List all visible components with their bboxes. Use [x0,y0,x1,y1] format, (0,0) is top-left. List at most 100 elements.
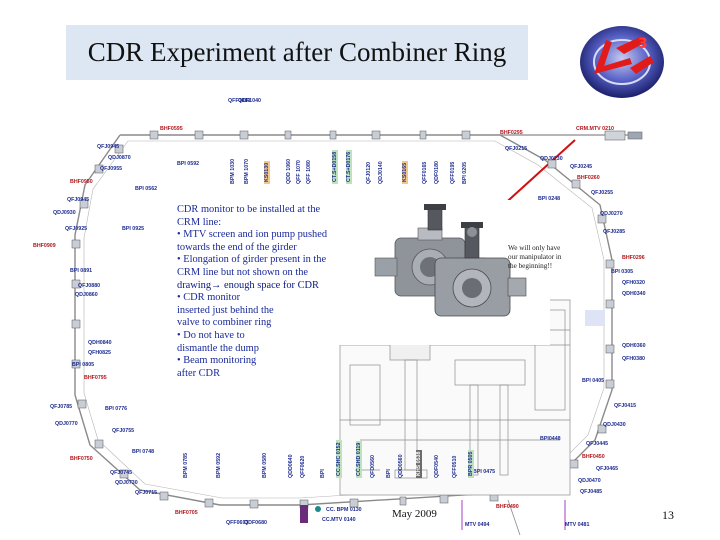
ring-right-label: QFJ0285 [603,229,626,235]
ring-vertical-top-label: KS0165 [402,160,408,184]
ring-vertical-bottom-label: QDD0640 [288,454,294,478]
note-line: inserted just behind the [177,304,274,316]
footer-date: May 2009 [392,508,437,520]
note-line: • MTV screen and ion pump pushed [177,229,328,241]
ring-vertical-bottom-label: QDD0560 [398,454,404,478]
ring-top-label: QDF1040 [238,98,261,104]
ring-left-label: QFJ0945 [97,144,120,150]
ring-bottom-label: CC.MTV 0140 [322,517,356,523]
ring-right-label: QDJ0470 [578,478,601,484]
note-line: CRM line but not shown on the [177,266,309,278]
ring-right-label: QDJ0430 [603,422,626,428]
ring-right-label: QFH0380 [622,356,645,362]
ring-left-label: QFJ0785 [50,404,73,410]
ring-right-label: BPI 0248 [538,196,561,202]
ring-vertical-top-label: CT.S+D0176 [346,149,352,184]
ring-right-label: QFH0320 [622,280,645,286]
ring-right-label: BHF0450 [582,454,605,460]
ring-top-label: BHF0595 [160,126,183,132]
ring-left-label: BHF0950 [70,179,93,185]
ring-right-label: MTV 0481 [565,522,590,528]
note-heading-line: CDR monitor to be installed at the [177,204,321,215]
ring-vertical-bottom-label: BPI [386,469,392,478]
note-line: • Elongation of girder present in the [177,254,327,266]
ring-vertical-top-label: QFJ0120 [366,161,372,184]
ring-bottom-label: QFF0693 [226,520,249,526]
note-heading-line: CRM line: [177,216,222,228]
ring-right-label: QFJ0255 [591,190,614,196]
ring-vertical-bottom-label: KHS 0538 [416,449,422,478]
ring-left-label: QFJ0715 [135,490,158,496]
ring-left-label: QDJ0930 [53,210,76,216]
ring-vertical-bottom-label: BPM 0580 [262,452,268,478]
ring-top-label: QDJ0230 [540,156,563,162]
ring-left-label: BHF0795 [84,375,107,381]
ring-vertical-top-label: QFF 1080 [306,160,312,184]
ring-left-label: BHF0909 [33,243,56,249]
ring-right-label: MTV 0494 [465,522,490,528]
ring-right-label: QFJ0485 [580,489,603,495]
ring-vertical-top-label: BPM 1030 [230,158,236,184]
caption-line: We will only have [508,244,561,252]
ring-vertical-bottom-label: QFF0620 [300,455,306,478]
ring-left-label: BPI 0776 [105,406,128,412]
ring-vertical-bottom-label: BPI [320,469,326,478]
note-line: after CDR [177,367,220,379]
cdr-note: CDR monitor to be installed at the CRM l… [177,204,347,380]
note-line: • CDR monitor [177,292,241,304]
ring-left-label: QFJ0955 [100,166,123,172]
ring-vertical-top-label: QDJ0140 [378,161,384,184]
ring-right-label: BPI0448 [540,436,561,442]
ring-left-label: QDJ0870 [108,155,131,161]
ring-right-label: QFJ0465 [596,466,619,472]
cdr-monitor-chamber-icon [330,200,550,345]
slide-title: CDR Experiment after Combiner Ring [87,37,507,67]
ring-top-label: QFJ0215 [505,146,528,152]
ring-vertical-top-label: QFF 1070 [296,160,302,184]
ring-right-label: BHF0490 [496,504,519,510]
ring-left-label: BPI 0805 [72,362,95,368]
ring-left-label: QFJ0945 [67,197,90,203]
crm-mtv-device-icon [604,130,626,141]
ring-vertical-top-label: KS0130 [264,160,270,184]
ring-left-label: QDJ0730 [115,480,138,486]
ring-right-label: QDH0340 [622,291,646,297]
ring-left-label: BHF0705 [175,510,198,516]
ring-left-label: BPI 0748 [132,449,155,455]
ring-top-label: BHF0295 [500,130,523,136]
ring-vertical-top-label: QDD 1060 [286,158,292,184]
note-line: drawing→ enough space for CDR [177,279,319,291]
ring-left-label: QFJ0925 [65,226,88,232]
ring-vertical-bottom-label: QFD0560 [370,455,376,478]
ring-right-label: BHF0296 [622,255,645,261]
ring-right-label: BPI 0405 [582,378,605,384]
ring-vertical-bottom-label: BPM 0592 [216,452,222,478]
svg-text:3: 3 [638,36,648,52]
caption-line: the beginning!! [508,262,553,270]
note-line: valve to combiner ring [177,317,272,329]
ring-right-label: QFJ0415 [614,403,637,409]
note-line: • Do not have to [177,329,245,341]
ring-top-label: QFJ0245 [570,164,593,170]
ring-vertical-top-label: QFF0195 [450,161,456,184]
ring-vertical-top-label: CT.S+D0158 [332,149,338,184]
ring-left-label: BPI 0891 [70,268,93,274]
ring-vertical-bottom-label: CC.SHD 0119 [356,440,362,478]
ring-left-label: QDJ0770 [55,421,78,427]
ring-vertical-top-label: BPM 1070 [244,158,250,184]
ring-vertical-bottom-label: CC.SHC 0152 [336,440,342,478]
dump-component [300,505,308,523]
ring-right-label: QDH0360 [622,343,646,349]
photo-caption: We will only have our manipulator in the… [508,244,584,271]
ring-vertical-bottom-label: QFF0510 [452,455,458,478]
ring-left-label: BPI 0925 [122,226,145,232]
note-line: towards the end of the girder [177,241,297,253]
ring-right-label: QFJ0445 [586,441,609,447]
ring-top-label: BHF0260 [577,175,600,181]
ring-top-label: QFF1010 [228,98,251,104]
title-background [66,25,528,80]
ring-left-label: BPI 0562 [135,186,158,192]
ring-left-label: QDJ0860 [75,292,98,298]
ring-vertical-top-label: BPI 0205 [462,161,468,184]
